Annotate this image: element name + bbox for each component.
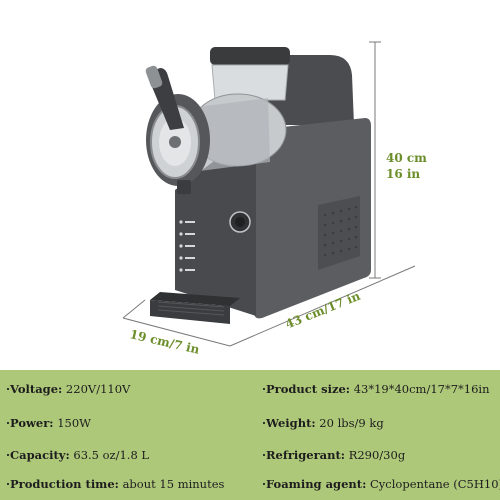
spout xyxy=(177,180,191,194)
spec-foaming-agent: ·Foaming agent: Cyclopentane (C5H10) xyxy=(262,477,500,491)
dimension-lines xyxy=(122,41,416,347)
product-illustration: 40 cm 16 in 19 cm/7 in 43 cm/17 in xyxy=(122,41,427,357)
slush-machine-drawing xyxy=(122,41,416,347)
spec-voltage: ·Voltage: 220V/110V xyxy=(6,382,131,396)
vent-grille xyxy=(318,196,360,270)
drip-tray xyxy=(150,292,240,306)
hopper xyxy=(211,64,289,101)
spec-capacity: ·Capacity: 63.5 oz/1.8 L xyxy=(6,448,150,462)
machine-body xyxy=(254,118,371,319)
hopper-lid xyxy=(210,47,290,65)
dimension-height-in: 16 in xyxy=(386,167,421,181)
spec-weight: ·Weight: 20 lbs/9 kg xyxy=(262,416,384,430)
spec-product-size: ·Product size: 43*19*40cm/17*7*16in xyxy=(262,382,490,396)
specification-panel: ·Voltage: 220V/110V ·Power: 150W ·Capaci… xyxy=(0,370,500,500)
dimension-height-cm: 40 cm xyxy=(386,151,427,165)
spec-power: ·Power: 150W xyxy=(6,416,91,430)
spec-production-time: ·Production time: about 15 minutes xyxy=(6,477,225,491)
control-panel-icons xyxy=(179,220,195,272)
spec-refrigerant: ·Refrigerant: R290/30g xyxy=(262,448,406,462)
